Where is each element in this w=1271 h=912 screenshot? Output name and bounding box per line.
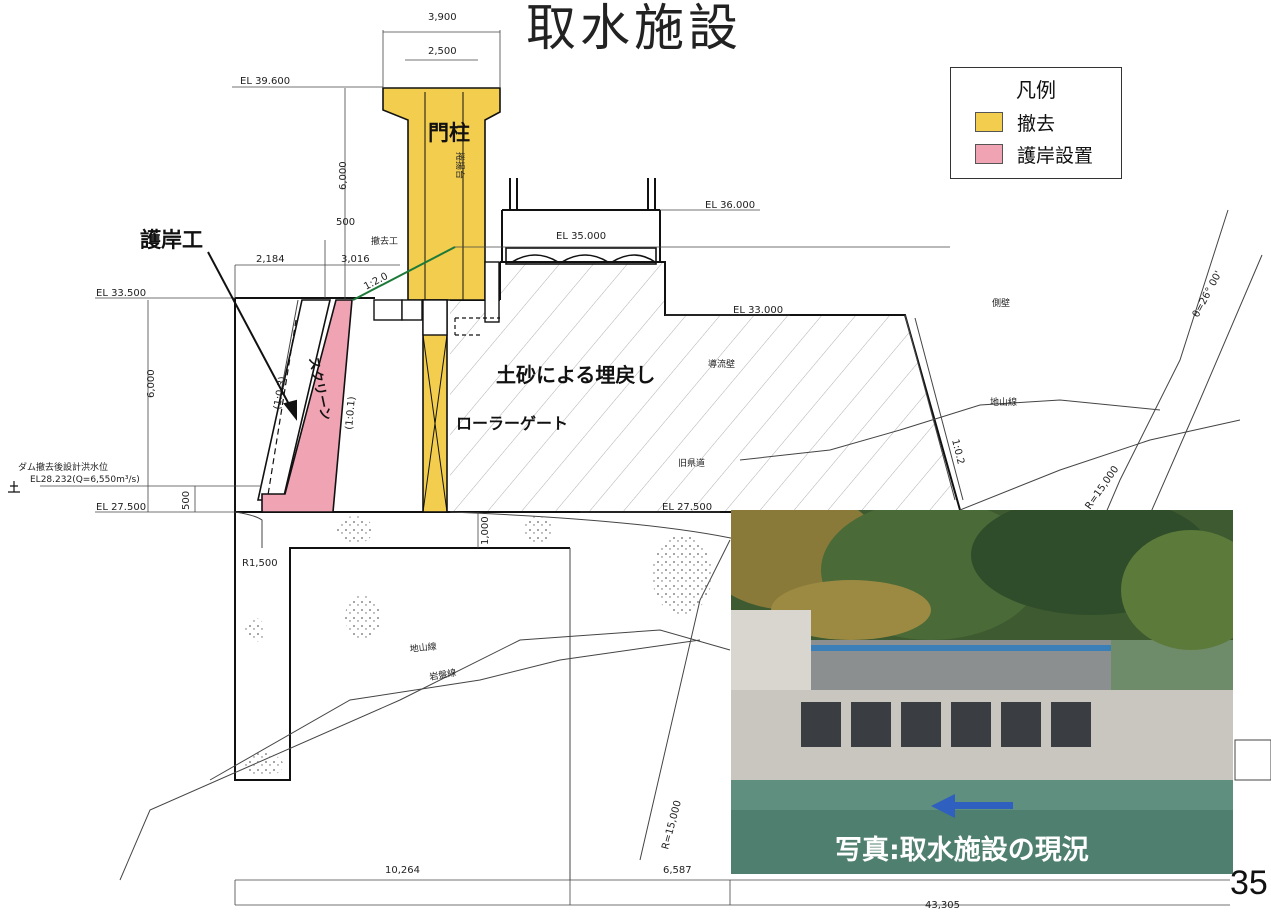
page-number: 35	[1230, 864, 1268, 902]
label-small-note: 撤去工	[371, 235, 398, 247]
dim-500-a: 500	[336, 217, 355, 228]
dim-slope-1-02: 1:0.2	[949, 438, 966, 466]
dim-el-27500-right: EL 27.500	[662, 502, 712, 513]
label-guide-wall: 導流壁	[708, 358, 735, 370]
legend-item-revetment: 護岸設置	[975, 142, 1094, 167]
dim-slope-1-2: 1:2.0	[362, 271, 390, 293]
page-title: 取水施設	[526, 0, 742, 57]
legend-item-removal: 撤去	[975, 110, 1056, 135]
revetment-pink	[261, 299, 353, 513]
legend-item-label: 護岸設置	[1017, 144, 1094, 167]
dim-height-6000-top: 6,000	[338, 161, 349, 190]
dim-3016: 3,016	[341, 254, 370, 265]
label-ground-line-2: 地山線	[409, 640, 437, 655]
backfill-area	[450, 262, 960, 512]
legend-swatch-pink	[975, 144, 1003, 164]
dim-r1500: R1,500	[242, 558, 278, 569]
dim-inner-width: 2,500	[428, 46, 457, 57]
dim-el-36000: EL 36.000	[705, 200, 755, 211]
culvert	[505, 247, 657, 265]
dim-height-6000-left: 6,000	[146, 369, 157, 398]
label-ground-line-1: 地山線	[990, 396, 1017, 408]
flow-arrow	[931, 794, 1013, 818]
label-hoist-platform: 捲揚台	[454, 152, 466, 179]
dim-43305: 43,305	[925, 900, 960, 911]
rock-stipple	[243, 516, 712, 777]
dim-el-33000: EL 33.000	[733, 305, 783, 316]
dim-6587: 6,587	[663, 865, 692, 876]
label-revetment: 護岸工	[140, 228, 203, 252]
legend-swatch-yellow	[975, 112, 1003, 132]
label-old-road: 旧県道	[678, 457, 705, 469]
dim-r15000-b: R=15,000	[1083, 464, 1121, 512]
pillar-blocks	[373, 261, 500, 336]
dim-el-33500: EL 33.500	[96, 288, 146, 299]
dim-r15000-a: R=15,000	[660, 799, 684, 850]
label-side-wall: 側壁	[992, 297, 1010, 309]
legend-item-label: 撤去	[1017, 112, 1056, 135]
photo-image	[731, 510, 1233, 874]
dim-slope-1-01: (1:0.1)	[344, 396, 358, 430]
photo-caption: 写真:取水施設の現況	[835, 835, 1089, 866]
photo-current-facility: 写真:取水施設の現況	[731, 510, 1233, 874]
dim-top-width: 3,900	[428, 12, 457, 23]
water-level-symbol	[8, 481, 20, 493]
label-gate-pillar: 門柱	[428, 121, 470, 145]
label-roller-gate: ローラーゲート	[456, 414, 568, 433]
gate-pillar-yellow	[382, 87, 501, 301]
label-design-flood: ダム撤去後設計洪水位	[18, 461, 108, 473]
dim-el-27500-left: EL 27.500	[96, 502, 146, 513]
dim-1000: 1,000	[480, 516, 491, 545]
dim-el-39600: EL 39.600	[240, 76, 290, 87]
legend: 凡例 撤去 護岸設置	[950, 67, 1122, 179]
revetment-arrow	[207, 251, 297, 421]
reference-lines	[40, 30, 1230, 906]
label-design-flood-value: EL28.232(Q=6,550m³/s)	[30, 475, 140, 485]
dim-angle: θ=26° 00'	[1191, 269, 1225, 319]
dim-2184: 2,184	[256, 254, 285, 265]
dim-el-35000: EL 35.000	[556, 231, 606, 242]
label-backfill: 土砂による埋戻し	[496, 363, 655, 387]
legend-title: 凡例	[1016, 78, 1056, 102]
dim-10264: 10,264	[385, 865, 420, 876]
label-rock-line: 岩盤線	[428, 666, 457, 683]
dim-500-b: 500	[181, 491, 192, 510]
